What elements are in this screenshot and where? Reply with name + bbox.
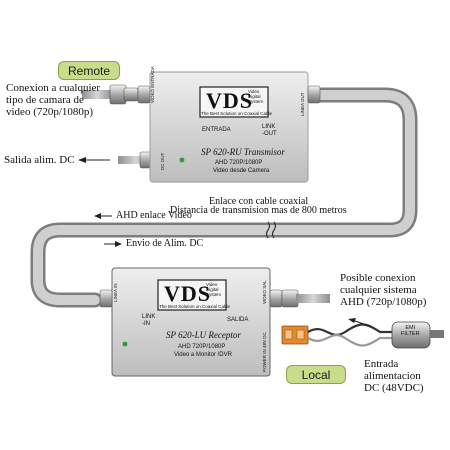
emi-label-1: EMI [405, 325, 416, 331]
transmitter-logo: VDS [206, 88, 254, 113]
transmitter-side-left: VIDEO ENTRADA [150, 66, 155, 103]
receiver-side-left: LINEA IN [113, 283, 118, 302]
receiver-status-led [122, 341, 128, 347]
receiver-output-bnc [281, 289, 299, 308]
receiver-tagline: The Best Solution on Coaxial Cable [159, 304, 231, 309]
receiver-side-right: VIDEO SAL [262, 280, 267, 304]
dc-out-cable [118, 156, 154, 164]
transmitter-logo-sub-2: Digital [248, 94, 261, 99]
transmitter-linkout-2: -OUT [262, 131, 277, 137]
transmitter-line1: AHD 720P/1080P [215, 160, 263, 166]
cable-break-mark [265, 221, 277, 239]
receiver-unit [99, 267, 283, 377]
arrow-dc-send [104, 241, 122, 247]
receiver-model: SP 620-LU Receptor [166, 330, 241, 340]
receiver-logo-sub-2: Digital [206, 287, 219, 292]
distance-label: Distancia de transmision mas de 800 metr… [170, 205, 347, 216]
receiver-port-linkin: LINK -IN [142, 314, 155, 328]
power-wire-b [307, 334, 395, 347]
ahd-connection-line-1: Posible conexion [340, 272, 416, 284]
transmitter-logo-sub-3: System [248, 99, 264, 104]
receiver-logo: VDS [164, 281, 212, 306]
transmitter-unit [137, 71, 321, 183]
remote-badge: Remote [58, 61, 120, 80]
receiver-port-salida: SALIDA [227, 317, 249, 323]
camera-connection-line-1: Conexion a cualquier [6, 82, 101, 94]
ahd-connection-line-3: AHD (720p/1080p) [340, 296, 427, 308]
transmitter-model: SP 620-RU Transmisor [201, 147, 285, 157]
receiver-logo-sub-3: System [206, 292, 222, 297]
arrow-dc-out [78, 157, 110, 163]
transmitter-power-label: DC OUT [160, 152, 165, 170]
receiver-output-cable [296, 294, 330, 303]
emi-filter [391, 321, 444, 349]
power-input-line-3: DC (48VDC) [364, 382, 424, 394]
camera-connection-text: Conexion a cualquier tipo de camara de v… [6, 82, 100, 118]
power-wire-a [307, 323, 395, 336]
transmitter-logo-sub: Video Digital System [248, 89, 263, 104]
dc-send-label: Envio de Alim. DC [126, 238, 204, 249]
transmitter-side-right: LINEA OUT [300, 92, 305, 116]
local-badge: Local [286, 365, 346, 384]
arrow-ahd-video [94, 213, 112, 219]
remote-label: Remote [67, 64, 111, 78]
receiver-logo-sub-1: Video [206, 282, 218, 287]
receiver-power-label: POWER IN 48V DC [262, 332, 267, 372]
transmitter-status-led [179, 157, 185, 163]
camera-bnc-connector [109, 84, 139, 105]
ahd-link-label: AHD enlace Video [116, 210, 192, 221]
receiver-logo-sub: Video Digital System [206, 282, 221, 297]
receiver-linkin-2: -IN [142, 321, 150, 327]
receiver-line1: AHD 720P/1080P [178, 344, 226, 350]
power-terminal-block [281, 325, 309, 345]
receiver-line2: Video a Monitor /DVR [174, 352, 232, 358]
ahd-connection-line-2: cualquier sistema [340, 284, 417, 296]
camera-connection-line-3: video (720p/1080p) [6, 106, 94, 118]
arrow-power-in [348, 318, 371, 327]
ahd-connection-text: Posible conexion cualquier sistema AHD (… [340, 272, 426, 308]
emi-label-2: FILTER [401, 331, 420, 337]
dc-output-label: Salida alim. DC [4, 154, 75, 166]
camera-input-cable [82, 90, 112, 99]
emi-filter-label: EMI FILTER [401, 325, 420, 337]
coax-link-label: Enlace con cable coaxial [209, 196, 309, 207]
transmitter-logo-sub-1: Video [248, 89, 260, 94]
camera-connection-line-2: tipo de camara de [6, 94, 84, 106]
power-input-line-2: alimentacion [364, 370, 421, 382]
transmitter-line2: Video desde Camera [213, 168, 270, 174]
transmitter-port-entrada: ENTRADA [202, 127, 231, 133]
coax-link-cable-highlight [33, 90, 415, 305]
transmitter-port-linkout: LINK -OUT [262, 124, 277, 138]
power-input-line-1: Entrada [364, 358, 399, 370]
power-input-text: Entrada alimentacion DC (48VDC) [364, 358, 424, 394]
transmitter-linkout-1: LINK [262, 124, 276, 130]
receiver-linkin-1: LINK [142, 314, 156, 320]
transmitter-tagline: The Best Solution on Coaxial Cable [201, 111, 273, 116]
local-label: Local [301, 368, 331, 382]
